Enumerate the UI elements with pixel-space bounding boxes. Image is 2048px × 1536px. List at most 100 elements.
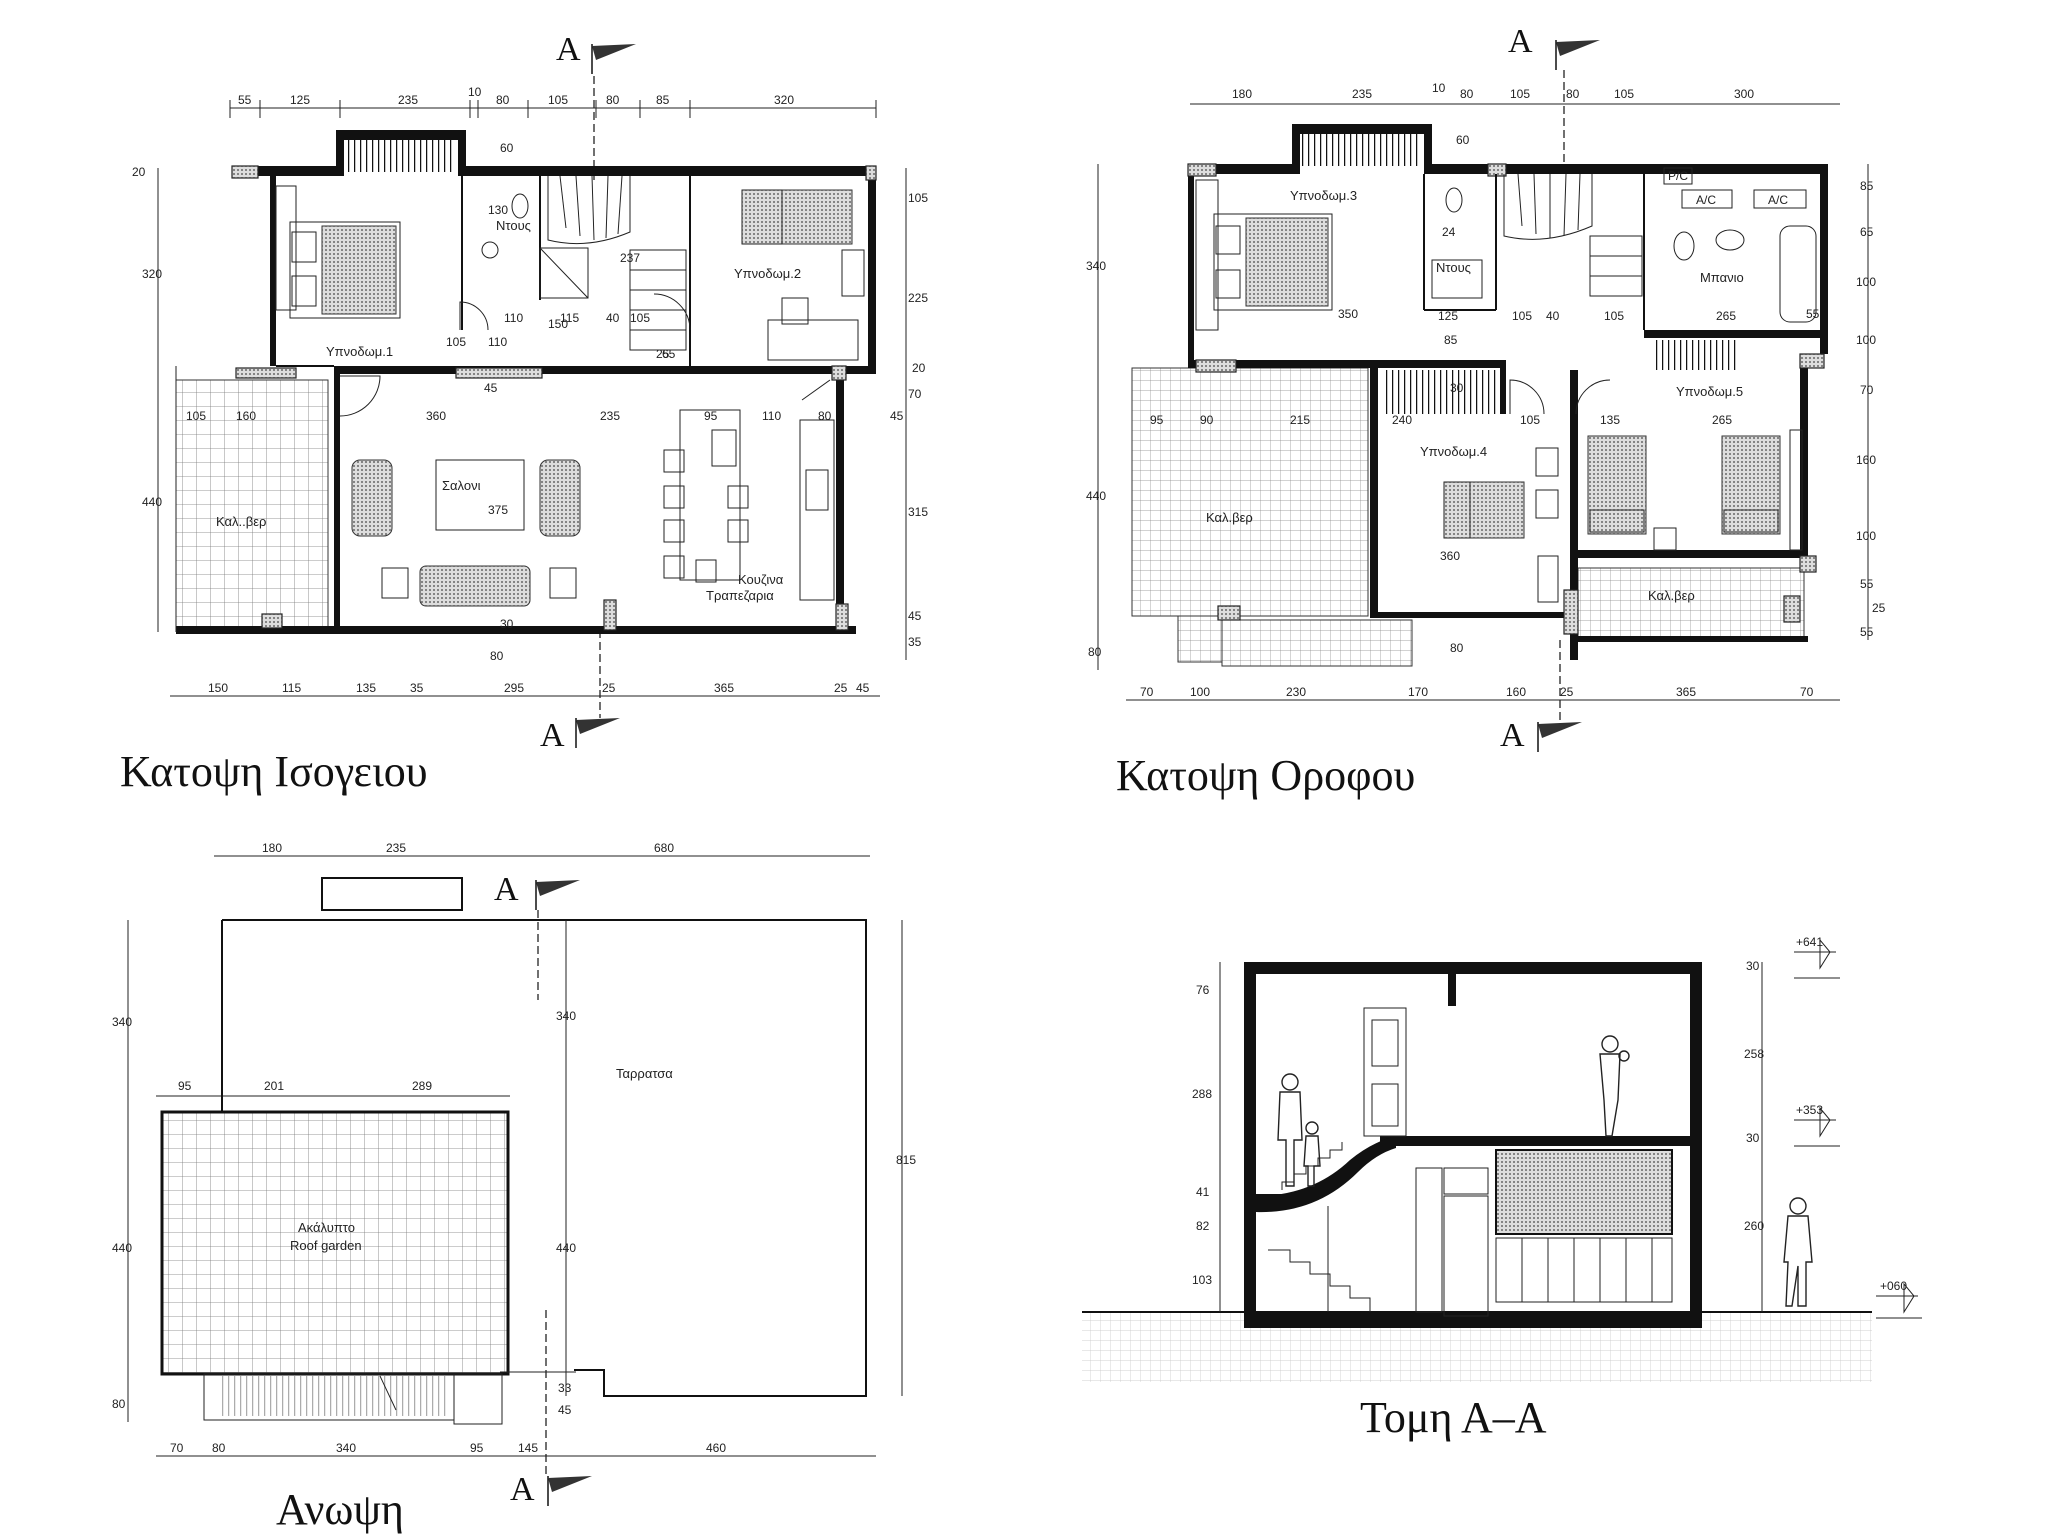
upper-floor-plan: A A 180 235 10 80 105 80 105 300 340 440… (1086, 23, 1886, 800)
svg-text:80: 80 (496, 93, 510, 107)
svg-text:80: 80 (818, 409, 832, 423)
svg-text:680: 680 (654, 841, 674, 855)
svg-text:35: 35 (908, 635, 922, 649)
svg-text:70: 70 (908, 387, 922, 401)
svg-text:55: 55 (1860, 625, 1874, 639)
svg-text:Σαλονι: Σαλονι (442, 478, 481, 493)
svg-text:30: 30 (1746, 959, 1760, 973)
svg-text:340: 340 (112, 1015, 132, 1029)
svg-text:340: 340 (336, 1441, 356, 1455)
svg-text:110: 110 (504, 311, 523, 325)
bed-icon (741, 189, 865, 361)
svg-text:288: 288 (1192, 1087, 1212, 1101)
svg-text:Καλ.βερ: Καλ.βερ (1648, 588, 1695, 603)
svg-text:Κουζινα: Κουζινα (738, 572, 784, 587)
svg-text:265: 265 (1716, 309, 1736, 323)
svg-text:300: 300 (1734, 87, 1754, 101)
svg-text:135: 135 (1600, 413, 1620, 427)
svg-text:25: 25 (602, 681, 616, 695)
svg-text:P/C: P/C (1668, 169, 1688, 183)
svg-text:55: 55 (238, 93, 252, 107)
svg-text:105: 105 (186, 409, 206, 423)
svg-text:80: 80 (212, 1441, 226, 1455)
ground-floor-plan: A A 55 125 235 10 80 105 80 85 320 20 32… (120, 31, 928, 796)
svg-text:260: 260 (1744, 1219, 1764, 1233)
svg-text:235: 235 (1352, 87, 1372, 101)
svg-text:350: 350 (1338, 307, 1358, 321)
svg-text:70: 70 (1800, 685, 1814, 699)
section-flag-icon (591, 43, 637, 75)
section-a-a: 76 288 41 82 103 30 258 30 260 +641 +353… (1082, 935, 1922, 1442)
svg-text:145: 145 (518, 1441, 538, 1455)
svg-text:30: 30 (1450, 381, 1464, 395)
svg-text:125: 125 (1438, 309, 1458, 323)
svg-text:180: 180 (1232, 87, 1252, 101)
svg-text:235: 235 (600, 409, 620, 423)
svg-text:160: 160 (236, 409, 256, 423)
svg-text:A/C: A/C (1768, 193, 1788, 207)
svg-text:10: 10 (468, 85, 482, 99)
section-mark-bottom: A (510, 1471, 535, 1508)
section-mark-bottom: A (1500, 717, 1525, 754)
svg-text:289: 289 (412, 1079, 432, 1093)
svg-text:Υπνοδωμ.5: Υπνοδωμ.5 (1676, 384, 1743, 399)
svg-text:85: 85 (1444, 333, 1458, 347)
svg-text:365: 365 (714, 681, 734, 695)
svg-text:100: 100 (1856, 275, 1876, 289)
svg-text:340: 340 (556, 1009, 576, 1023)
sofa-icon (351, 459, 581, 607)
svg-text:105: 105 (1512, 309, 1532, 323)
svg-text:375: 375 (488, 503, 508, 517)
svg-text:258: 258 (1744, 1047, 1764, 1061)
section-mark-top: A (1508, 23, 1533, 60)
svg-text:70: 70 (1860, 383, 1874, 397)
svg-text:82: 82 (1196, 1219, 1210, 1233)
svg-text:45: 45 (890, 409, 904, 423)
svg-text:85: 85 (1860, 179, 1874, 193)
svg-text:225: 225 (908, 291, 928, 305)
svg-text:+641: +641 (1796, 935, 1823, 949)
section-title: Τομη Α–Α (1360, 1393, 1547, 1442)
svg-text:440: 440 (1086, 489, 1106, 503)
bed-icon (275, 185, 401, 319)
section-flag-icon (547, 1475, 593, 1507)
svg-text:320: 320 (142, 267, 162, 281)
svg-text:360: 360 (1440, 549, 1460, 563)
svg-text:315: 315 (908, 505, 928, 519)
svg-text:103: 103 (1192, 1273, 1212, 1287)
svg-text:201: 201 (264, 1079, 284, 1093)
svg-text:440: 440 (142, 495, 162, 509)
person-icon (1599, 1035, 1630, 1137)
svg-text:Ακάλυπτο: Ακάλυπτο (298, 1220, 355, 1235)
person-icon (1783, 1197, 1813, 1307)
svg-text:+353: +353 (1796, 1103, 1823, 1117)
svg-text:Τραπεζαρια: Τραπεζαρια (706, 588, 774, 603)
svg-text:A/C: A/C (1696, 193, 1716, 207)
stair-icon (547, 175, 687, 351)
wc-icon (511, 193, 529, 219)
stair-icon (1503, 173, 1643, 297)
svg-text:105: 105 (908, 191, 928, 205)
svg-text:160: 160 (1506, 685, 1526, 699)
dining-table-icon (663, 409, 749, 583)
svg-text:41: 41 (1196, 1185, 1210, 1199)
svg-text:Ντους: Ντους (496, 218, 531, 233)
svg-text:Υπνοδωμ.1: Υπνοδωμ.1 (326, 344, 393, 359)
svg-text:95: 95 (704, 409, 718, 423)
svg-text:76: 76 (1196, 983, 1210, 997)
wc-icon (1445, 187, 1463, 213)
svg-text:100: 100 (1856, 333, 1876, 347)
bed-icon (1195, 179, 1333, 331)
svg-text:70: 70 (170, 1441, 184, 1455)
svg-text:80: 80 (112, 1397, 126, 1411)
svg-text:320: 320 (774, 93, 794, 107)
svg-text:80: 80 (1460, 87, 1474, 101)
svg-text:340: 340 (1086, 259, 1106, 273)
svg-text:25: 25 (834, 681, 848, 695)
svg-text:230: 230 (1286, 685, 1306, 699)
svg-text:Καλ..βερ: Καλ..βερ (216, 514, 266, 529)
section-mark-bottom: A (540, 717, 565, 754)
svg-text:24: 24 (1442, 225, 1456, 239)
svg-text:95: 95 (470, 1441, 484, 1455)
